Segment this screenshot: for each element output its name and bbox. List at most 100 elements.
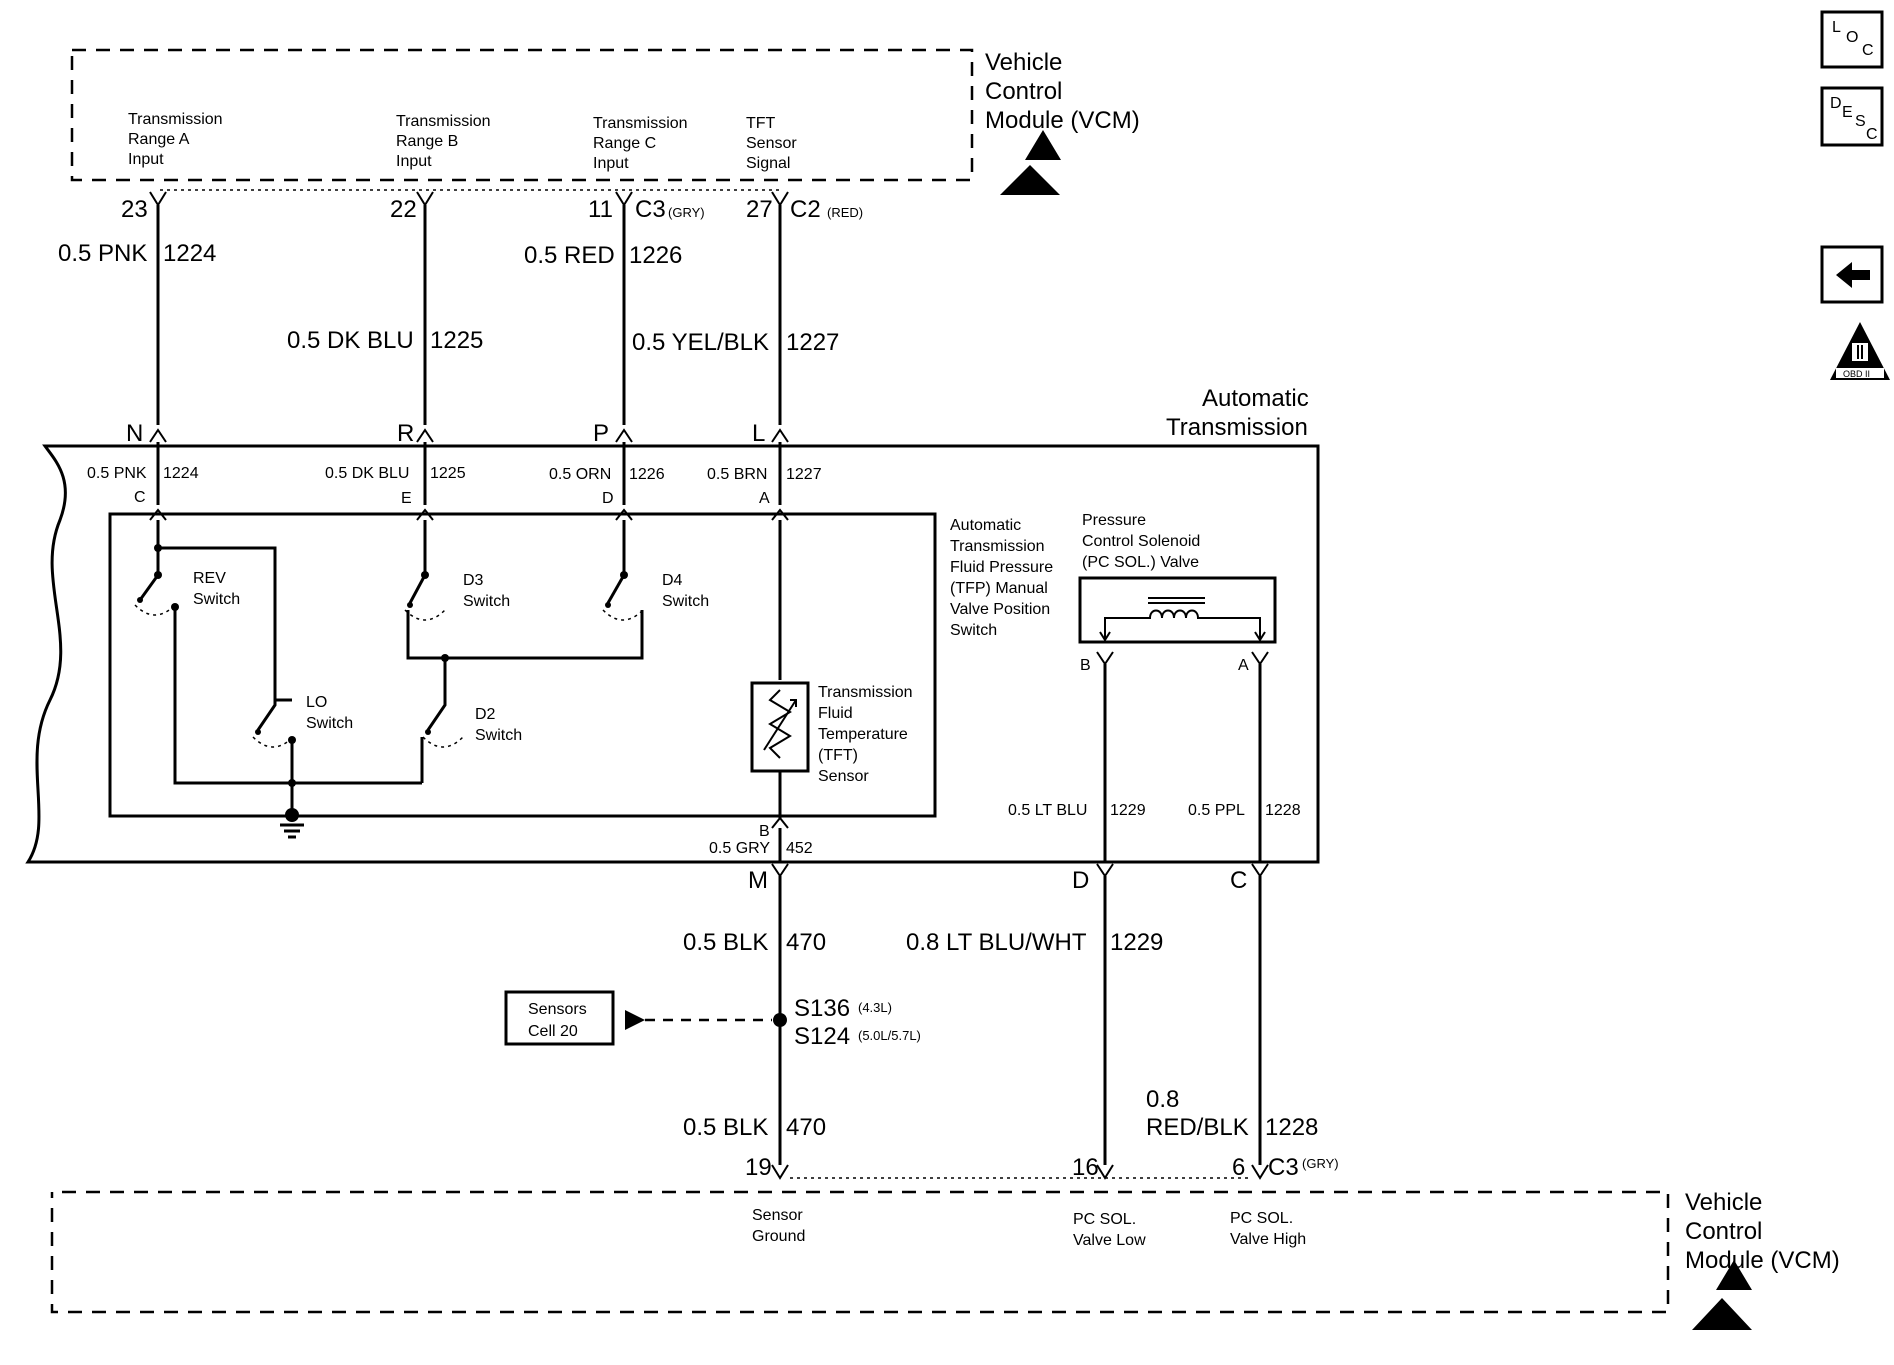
wire-1226-circuit: 1226 [629,242,682,269]
tft-label-3: Temperature [818,726,908,743]
pin-27: 27 [746,196,773,223]
vcm-input-c-3: Input [593,155,629,172]
vcm-input-tft-3: Signal [746,155,790,172]
sensors-cell-reference[interactable]: Sensors Cell 20 [504,990,615,1046]
inner-wire-1225-circuit: 1225 [430,465,466,482]
ground-wire-circuit: 452 [786,840,813,857]
pc-wire-1229-circuit: 1229 [1110,802,1146,819]
bottom-wire-1229-label: 0.8 LT BLU/WHT [906,929,1087,956]
loc-button[interactable]: L O C [1820,10,1884,69]
top-wire-b: 22 0.5 DK BLU 1225 [287,191,483,425]
splice-s124-note: (5.0L/5.7L) [858,1028,921,1043]
lo-switch: LO Switch [252,694,353,815]
obd-ii-label: OBD II [1843,369,1870,379]
pc-wire-1228-label: 0.5 PPL [1188,802,1245,819]
tft-label-5: Sensor [818,768,869,785]
d4-switch-label-2: Switch [662,593,709,610]
splice-s136-note: (4.3L) [858,1000,892,1015]
rev-switch-label-2: Switch [193,591,240,608]
vcm-bottom-title-3: Module (VCM) [1685,1247,1840,1274]
trans-title-1: Automatic [1202,385,1309,412]
wire-1225-circuit: 1225 [430,327,483,354]
inner-wire-1226-label: 0.5 ORN [549,466,611,483]
vcm-input-tft-1: TFT [746,115,776,132]
bottom-wire-470b-circuit: 470 [786,1114,826,1141]
esd-warning-icon [1000,130,1061,195]
vcm-input-b-1: Transmission [396,113,491,130]
pin-11: 11 [588,196,613,223]
tfp-label-4: (TFP) Manual [950,580,1048,597]
d3-switch-label-2: Switch [463,593,510,610]
splice-s136: S136 [794,995,850,1022]
pin-19: 19 [745,1154,772,1181]
d2-switch-label-2: Switch [475,727,522,744]
tfp-label-5: Valve Position [950,601,1050,618]
trans-pin-d: D [1072,867,1089,894]
desc-letter-c: C [1866,126,1878,143]
pc-label-2: Control Solenoid [1082,533,1200,550]
ground-wire-pin: B [759,823,770,840]
d2-switch-label-1: D2 [475,706,496,723]
connector-c3-bottom-color: (GRY) [1302,1156,1339,1171]
vcm-input-a-1: Transmission [128,111,223,128]
tfp-label-6: Switch [950,622,997,639]
inner-pin-c: C [134,489,146,506]
lo-switch-label-1: LO [306,694,327,711]
back-arrow-button[interactable] [1820,245,1884,304]
obd-ii-button[interactable]: OBD II [1830,322,1890,380]
vcm-input-tft-2: Sensor [746,135,797,152]
pc-wire-1229-label: 0.5 LT BLU [1008,802,1087,819]
tft-label-4: (TFT) [818,747,858,764]
vcm-output-pcl-1: PC SOL. [1073,1211,1136,1228]
vcm-top-title-1: Vehicle [985,49,1062,76]
wire-1224-circuit: 1224 [163,240,216,267]
vcm-input-b-3: Input [396,153,432,170]
vcm-input-c-1: Transmission [593,115,688,132]
pc-pin-b: B [1080,657,1091,674]
top-wire-d: 27 C2 (RED) 0.5 YEL/BLK 1227 [632,191,863,425]
bottom-wire-1228-label-2: RED/BLK [1146,1114,1249,1141]
pc-pin-a: A [1238,657,1249,674]
ground-wire-452: B 0.5 GRY 452 [709,816,813,862]
pin-22: 22 [390,196,417,223]
trans-pin-p: P [593,420,609,447]
tft-label-1: Transmission [818,684,913,701]
vcm-output-ground-1: Sensor [752,1207,803,1224]
vcm-input-c-2: Range C [593,135,656,152]
bottom-wire-1228-label-1: 0.8 [1146,1086,1179,1113]
d3-switch: D3 Switch [404,520,644,660]
pin-16: 16 [1072,1154,1099,1181]
desc-button[interactable]: D E S C [1820,86,1884,147]
inner-wire-1225-label: 0.5 DK BLU [325,465,409,482]
back-arrow-icon [1836,262,1870,288]
inner-wire-1227-circuit: 1227 [786,466,822,483]
connector-c2-color: (RED) [827,205,863,220]
bottom-wire-1229-circuit: 1229 [1110,929,1163,956]
desc-letter-e: E [1842,104,1853,121]
pc-label-1: Pressure [1082,512,1146,529]
inner-wire-1224-label: 0.5 PNK [87,465,147,482]
automatic-transmission: Automatic Transmission N R P L 0.5 PNK 1… [25,385,1320,894]
vcm-input-a-3: Input [128,151,164,168]
vcm-input-b-2: Range B [396,133,458,150]
loc-letter-o: O [1846,29,1858,46]
vcm-input-a-2: Range A [128,131,190,148]
vcm-output-pch-1: PC SOL. [1230,1210,1293,1227]
connector-c2: C2 [790,196,821,223]
ground-wire-label: 0.5 GRY [709,840,770,857]
bottom-wire-470-label: 0.5 BLK [683,929,768,956]
wire-1226-label: 0.5 RED [524,242,615,269]
d3-switch-label-1: D3 [463,572,484,589]
tft-sensor: Transmission Fluid Temperature (TFT) Sen… [750,520,913,818]
bottom-wire-1228-circuit: 1228 [1265,1114,1318,1141]
tfp-label-3: Fluid Pressure [950,559,1053,576]
trans-pin-r: R [397,420,414,447]
loc-letter-l: L [1832,19,1841,36]
trans-pin-n: N [126,420,143,447]
inner-wire-1224-circuit: 1224 [163,465,199,482]
ground-icon [280,808,304,839]
inner-pin-e: E [401,490,412,507]
pin-23: 23 [121,196,148,223]
vcm-bottom-module: Sensor Ground PC SOL. Valve Low PC SOL. … [50,1189,1840,1330]
